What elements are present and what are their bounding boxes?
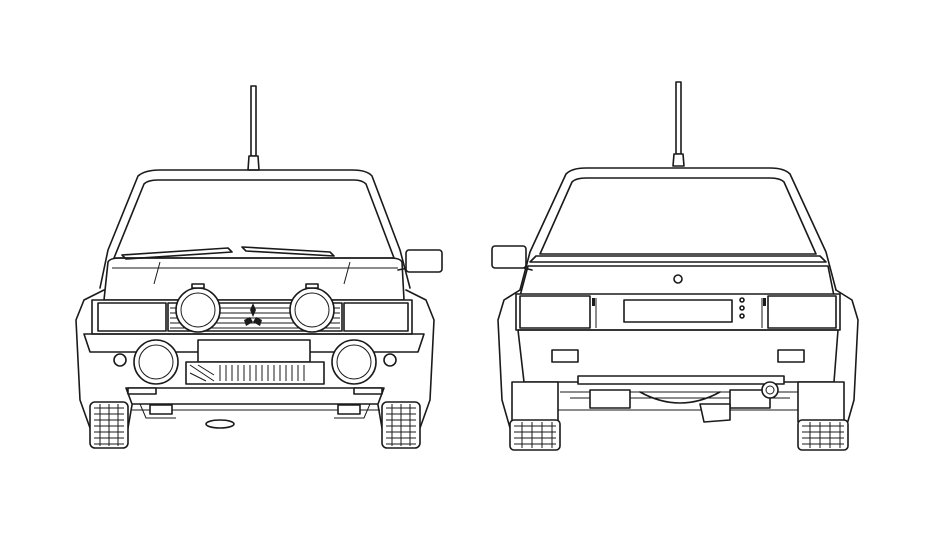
front-bumper — [83, 333, 425, 353]
rear-window — [539, 177, 817, 255]
rear-wheel-right — [797, 419, 849, 451]
rear-reflector-left — [551, 349, 579, 363]
rear-licence-plate — [623, 299, 733, 323]
front-licence-plate — [197, 339, 311, 363]
rear-antenna — [672, 81, 685, 167]
front-view — [75, 85, 443, 449]
front-antenna — [247, 85, 260, 171]
front-upper-spot-lamps — [175, 283, 335, 333]
front-lower-spot-lamps — [113, 339, 397, 385]
front-lower-grille — [185, 361, 325, 385]
front-wheel-right — [381, 401, 421, 449]
rear-wheel-left — [509, 419, 561, 451]
front-roof-outline — [99, 169, 411, 289]
rear-tail-lights — [519, 295, 837, 329]
front-bonnet — [103, 257, 405, 301]
front-wheel-left — [89, 401, 129, 449]
rear-roof-outline — [519, 167, 837, 291]
exhaust-pipe — [761, 381, 779, 399]
front-side-mirror — [397, 249, 443, 273]
front-wipers — [121, 246, 351, 285]
rear-mud-flaps — [511, 381, 845, 423]
rear-lock-keys — [739, 297, 745, 319]
rear-underbody — [523, 375, 833, 423]
rear-view — [491, 81, 859, 451]
front-windshield — [113, 179, 395, 259]
rear-reflector-right — [777, 349, 805, 363]
manufacturer-emblem — [244, 303, 262, 326]
rear-spoiler — [529, 255, 827, 263]
front-underbody — [132, 403, 380, 429]
rear-side-mirror — [491, 245, 533, 271]
